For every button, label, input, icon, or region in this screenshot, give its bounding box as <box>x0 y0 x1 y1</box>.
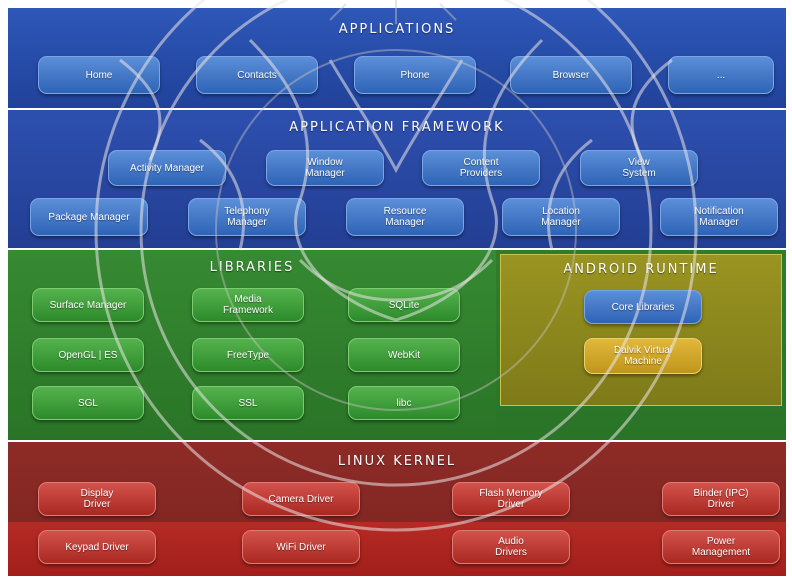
runtime-layer: Android Runtime Core Libraries Dalvik Vi… <box>496 250 786 440</box>
app-home: Home <box>38 56 160 94</box>
fw-resource-manager: Resource Manager <box>346 198 464 236</box>
framework-layer: Application Framework Activity Manager W… <box>8 110 786 248</box>
kernel-display-driver: Display Driver <box>38 482 156 516</box>
app-phone: Phone <box>354 56 476 94</box>
kernel-wifi-driver: WiFi Driver <box>242 530 360 564</box>
lib-sqlite: SQLite <box>348 288 460 322</box>
lib-opengl-es: OpenGL | ES <box>32 338 144 372</box>
kernel-camera-driver: Camera Driver <box>242 482 360 516</box>
libraries-title: Libraries <box>209 260 295 275</box>
app-more: ... <box>668 56 774 94</box>
lib-freetype: FreeType <box>192 338 304 372</box>
lib-sgl: SGL <box>32 386 144 420</box>
runtime-core-libraries: Core Libraries <box>584 290 702 324</box>
lib-libc: libc <box>348 386 460 420</box>
kernel-binder-driver: Binder (IPC) Driver <box>662 482 780 516</box>
kernel-title: Linux Kernel <box>337 454 457 469</box>
app-contacts: Contacts <box>196 56 318 94</box>
lib-webkit: WebKit <box>348 338 460 372</box>
kernel-audio-drivers: Audio Drivers <box>452 530 570 564</box>
runtime-title: Android Runtime <box>563 262 719 277</box>
fw-window-manager: Window Manager <box>266 150 384 186</box>
kernel-flash-memory-driver: Flash Memory Driver <box>452 482 570 516</box>
fw-telephony-manager: Telephony Manager <box>188 198 306 236</box>
fw-package-manager: Package Manager <box>30 198 148 236</box>
lib-ssl: SSL <box>192 386 304 420</box>
fw-activity-manager: Activity Manager <box>108 150 226 186</box>
lib-surface-manager: Surface Manager <box>32 288 144 322</box>
kernel-power-management: Power Management <box>662 530 780 564</box>
fw-view-system: View System <box>580 150 698 186</box>
framework-title: Application Framework <box>289 120 505 135</box>
fw-location-manager: Location Manager <box>502 198 620 236</box>
app-browser: Browser <box>510 56 632 94</box>
applications-layer: Applications Home Contacts Phone Browser… <box>8 8 786 108</box>
fw-content-providers: Content Providers <box>422 150 540 186</box>
runtime-dalvik-vm: Dalvik Virtual Machine <box>584 338 702 374</box>
lib-media-framework: Media Framework <box>192 288 304 322</box>
libraries-layer: Libraries Surface Manager Media Framewor… <box>8 250 496 440</box>
applications-title: Applications <box>338 22 456 37</box>
kernel-layer: Linux Kernel Display Driver Camera Drive… <box>8 442 786 576</box>
kernel-keypad-driver: Keypad Driver <box>38 530 156 564</box>
fw-notification-manager: Notification Manager <box>660 198 778 236</box>
